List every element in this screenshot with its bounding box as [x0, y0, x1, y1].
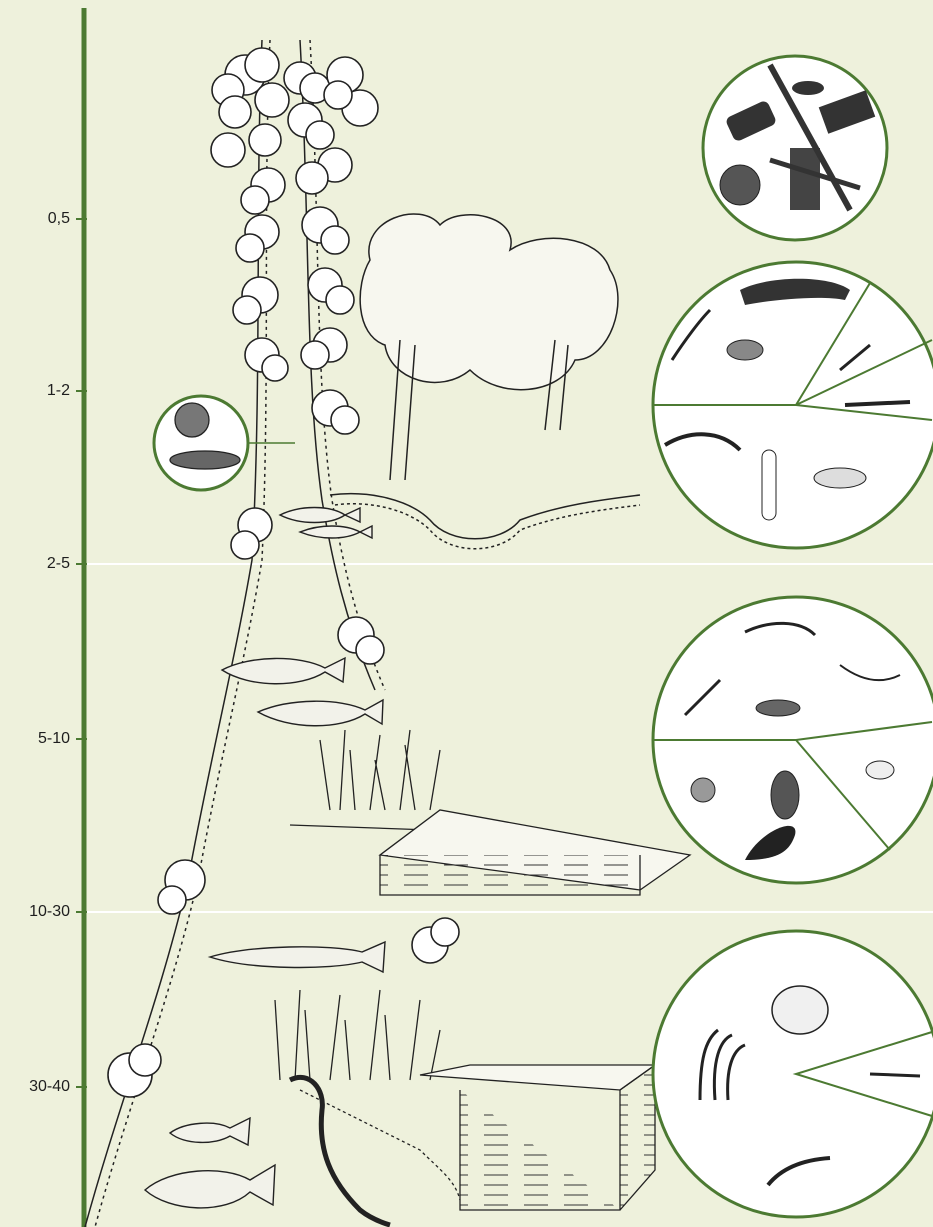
- foliage-cluster: [236, 215, 279, 262]
- tick-label-0-5: 0,5: [0, 211, 70, 227]
- tick-label-2-5: 2-5: [0, 556, 70, 572]
- foliage-cluster: [211, 124, 281, 167]
- carp-fish: [145, 1165, 275, 1208]
- reed-bank-scene: [290, 730, 690, 895]
- perch-fish: [170, 1118, 250, 1145]
- midge-larva-icon: [762, 450, 776, 520]
- minnow-fish: [300, 526, 372, 538]
- inset-circle-upper-invertebrates: [653, 262, 933, 548]
- mayfly-larva-icon: [727, 340, 763, 360]
- left-bank-hatch: [95, 40, 270, 1227]
- trout-fish: [258, 700, 383, 726]
- diatom-icon: [792, 81, 824, 95]
- stonefly-nymph-icon: [756, 700, 800, 716]
- tick-label-1-2: 1-2: [0, 383, 70, 399]
- foliage-cluster: [241, 168, 285, 214]
- water-box: [460, 1065, 655, 1210]
- foliage-clusters: [108, 48, 459, 1097]
- stream-bed: [330, 494, 640, 539]
- foliage-cluster: [231, 508, 272, 559]
- ground-line: [290, 825, 430, 830]
- tick-label-10-30: 10-30: [0, 904, 70, 920]
- stream-bed-hatch: [335, 504, 640, 549]
- foliage-cluster: [338, 617, 384, 664]
- tick-label-5-10: 5-10: [0, 731, 70, 747]
- organism-blob: [170, 451, 240, 469]
- foliage-cluster: [288, 103, 334, 149]
- foliage-cluster: [324, 57, 378, 126]
- organism-disc: [175, 403, 209, 437]
- minnow-fish: [280, 508, 360, 523]
- foliage-cluster: [302, 207, 349, 254]
- stonefly-icon: [866, 761, 894, 779]
- foliage-cluster: [284, 62, 330, 103]
- foliage-cluster: [108, 1044, 161, 1097]
- water-box: [380, 855, 640, 895]
- diatom-icon: [720, 165, 760, 205]
- inset-circle-small: [154, 396, 295, 490]
- mite-icon: [691, 778, 715, 802]
- diatom-icon: [790, 148, 820, 210]
- pike-fish: [210, 942, 385, 972]
- insect-larva-icon: [870, 1074, 920, 1076]
- water-box-top: [420, 1065, 655, 1090]
- eel: [290, 1077, 390, 1225]
- reeds: [275, 990, 440, 1080]
- foliage-cluster: [233, 277, 278, 324]
- clam-shell-icon: [772, 986, 828, 1034]
- inset-circle-lower-invertebrates: [653, 931, 933, 1217]
- foliage-cluster: [412, 918, 459, 963]
- amphipod-icon: [814, 468, 866, 488]
- foliage-cluster: [312, 390, 359, 434]
- upland-trees-scene: [330, 214, 640, 549]
- tick-label-30-40: 30-40: [0, 1079, 70, 1095]
- foliage-cluster: [308, 268, 354, 314]
- depth-axis: [76, 8, 87, 1227]
- trout-fish: [222, 658, 345, 684]
- foliage-cluster: [301, 328, 347, 369]
- reeds: [320, 730, 440, 810]
- inset-circle-middle-invertebrates: [653, 597, 933, 883]
- foliage-cluster: [158, 860, 205, 914]
- inset-circle-diatoms: [703, 56, 887, 240]
- water-beetle-larva-icon: [771, 771, 799, 819]
- left-bank: [85, 40, 262, 1227]
- foliage-cluster: [245, 338, 288, 381]
